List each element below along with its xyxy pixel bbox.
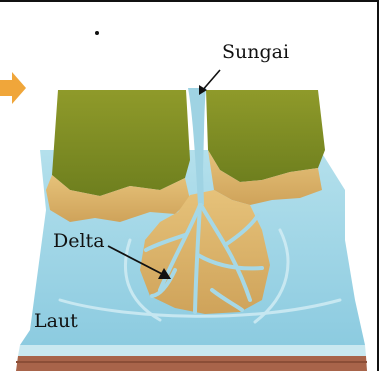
green-upland-left: [52, 90, 190, 196]
block-soil-edge: [16, 356, 367, 371]
block-water-edge: [18, 345, 366, 356]
stray-dot-mark: [95, 31, 99, 35]
label-river: Sungai: [222, 43, 289, 62]
green-upland-right: [206, 90, 325, 182]
arrow-right-icon: [0, 72, 26, 104]
label-delta: Delta: [53, 232, 105, 251]
label-sea: Laut: [34, 312, 78, 331]
